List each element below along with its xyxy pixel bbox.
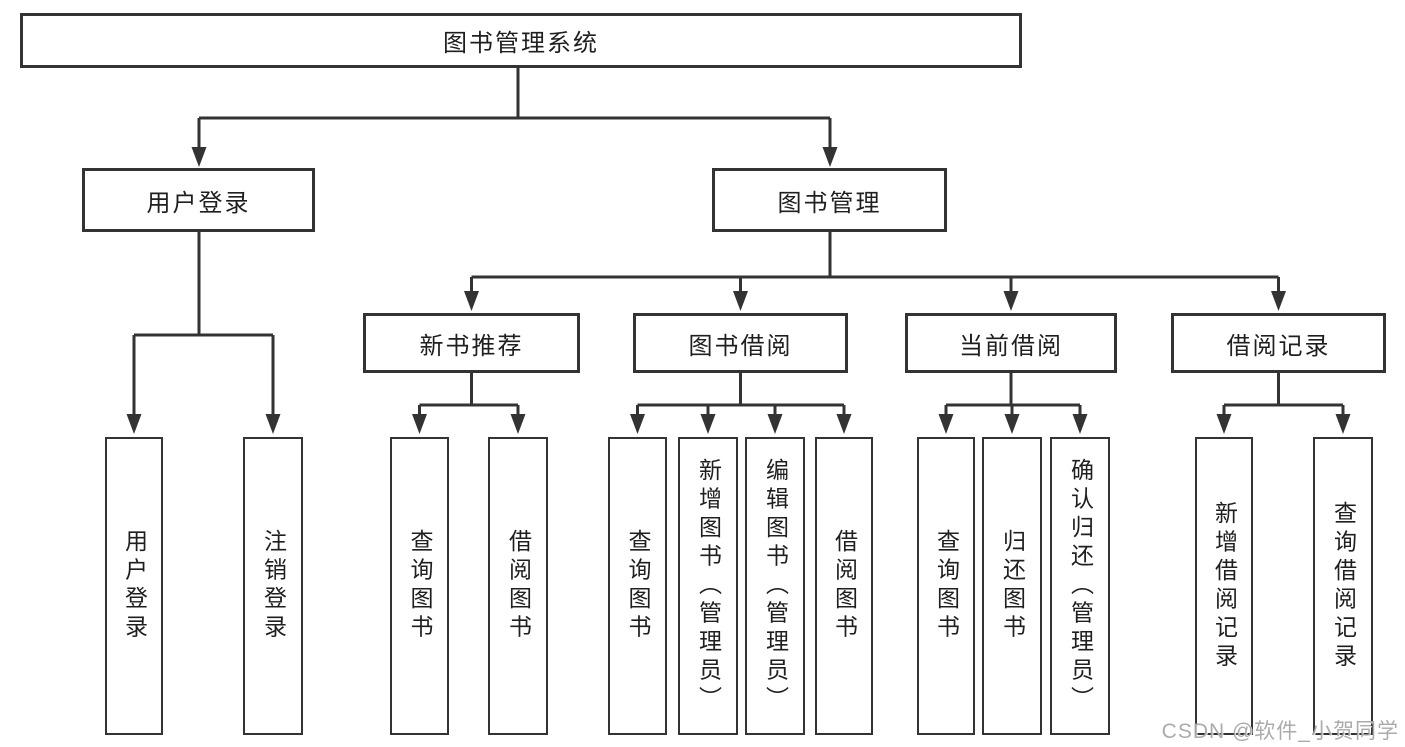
arrowhead xyxy=(412,414,427,434)
arrowhead xyxy=(630,414,645,434)
node-book-borrowing: 图书借阅 xyxy=(633,313,848,373)
arrowhead xyxy=(1072,414,1088,434)
arrowhead xyxy=(191,147,207,167)
connector-root-to-level2 xyxy=(197,68,832,150)
arrowhead xyxy=(510,414,526,434)
leaf-query-borrow-record: 查询借阅记录 xyxy=(1313,437,1373,735)
connector-book-borrowing-to-leaves xyxy=(636,373,846,417)
arrowhead xyxy=(822,147,838,167)
arrowhead xyxy=(767,414,783,434)
arrowhead xyxy=(836,414,852,434)
arrowhead xyxy=(938,414,954,434)
arrowhead xyxy=(464,291,479,311)
connector-user-login-to-leaves xyxy=(132,232,275,417)
node-user-login: 用户登录 xyxy=(82,168,315,232)
arrowhead xyxy=(1335,414,1351,434)
arrowhead xyxy=(1003,291,1019,311)
arrowhead xyxy=(126,414,142,434)
leaf-query-books-borrowing: 查询图书 xyxy=(608,437,667,735)
arrowhead xyxy=(1216,414,1232,434)
connector-book-management-to-level3 xyxy=(470,232,1280,294)
connector-new-book-recommendation-to-leaves xyxy=(418,373,520,417)
arrowhead xyxy=(700,414,716,434)
node-library-management-system: 图书管理系统 xyxy=(20,13,1022,68)
leaf-logout: 注销登录 xyxy=(243,437,303,735)
arrowhead xyxy=(733,291,748,311)
arrowhead xyxy=(1271,291,1286,311)
node-current-borrowing: 当前借阅 xyxy=(905,313,1117,373)
node-new-book-recommendation: 新书推荐 xyxy=(363,313,580,373)
leaf-edit-book-admin: 编辑图书（管理员） xyxy=(745,437,805,735)
leaf-confirm-return-admin: 确认归还（管理员） xyxy=(1050,437,1110,735)
leaf-borrow-books-borrowing: 借阅图书 xyxy=(815,437,873,735)
leaf-user-login: 用户登录 xyxy=(105,437,163,735)
leaf-add-book-admin: 新增图书（管理员） xyxy=(678,437,738,735)
arrowhead xyxy=(265,414,281,434)
leaf-query-books-recommendation: 查询图书 xyxy=(390,437,449,735)
leaf-borrow-books-recommendation: 借阅图书 xyxy=(488,437,548,735)
csdn-watermark: CSDN @软件_小贺同学 xyxy=(1161,720,1399,743)
arrowhead xyxy=(1004,414,1020,434)
node-borrowing-records: 借阅记录 xyxy=(1171,313,1386,373)
leaf-add-borrow-record: 新增借阅记录 xyxy=(1195,437,1253,735)
leaf-return-books: 归还图书 xyxy=(982,437,1042,735)
connector-borrowing-records-to-leaves xyxy=(1222,373,1345,417)
connector-current-borrowing-to-leaves xyxy=(944,373,1082,417)
leaf-query-books-current: 查询图书 xyxy=(917,437,975,735)
node-book-management: 图书管理 xyxy=(712,168,947,232)
